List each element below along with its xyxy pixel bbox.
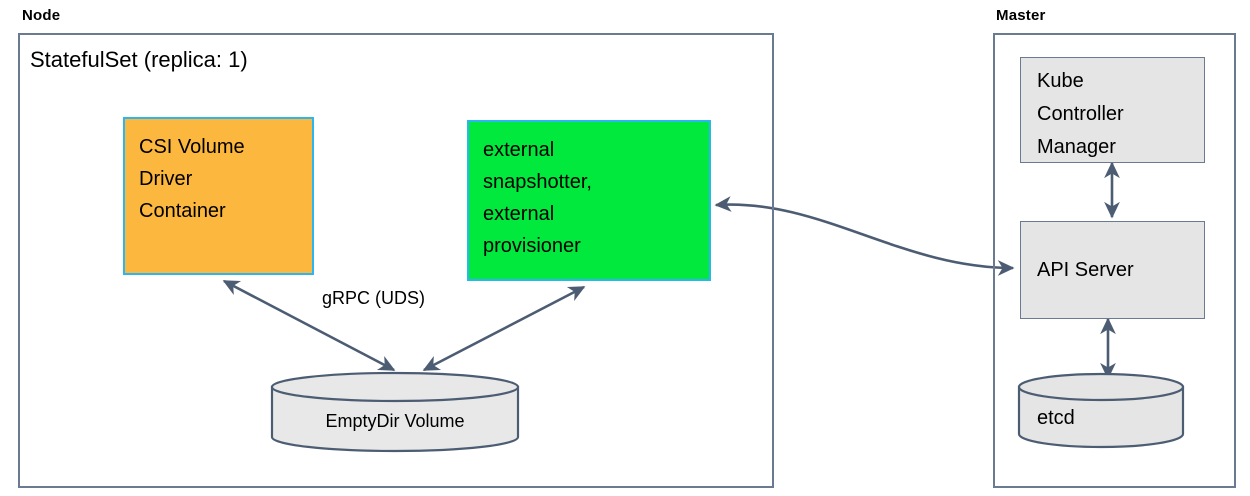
kcm-line-1: Kube: [1037, 70, 1084, 92]
sidecars-line-3: external: [483, 203, 555, 225]
node-container: [18, 33, 774, 488]
api-server-box[interactable]: API Server: [1020, 221, 1205, 319]
api-server-label: API Server: [1037, 258, 1134, 281]
emptydir-volume-cylinder[interactable]: EmptyDir Volume: [270, 371, 520, 453]
kcm-line-2: Controller: [1037, 103, 1124, 125]
master-group-label: Master: [996, 7, 1046, 24]
sidecars-line-2: snapshotter,: [483, 171, 592, 193]
csi-driver-line-1: CSI Volume: [139, 136, 245, 158]
external-sidecars-container[interactable]: external snapshotter, external provision…: [467, 120, 711, 281]
sidecars-line-4: provisioner: [483, 235, 581, 257]
kube-controller-manager-box[interactable]: Kube Controller Manager: [1020, 57, 1205, 163]
grpc-edge-label: gRPC (UDS): [322, 288, 426, 308]
sidecars-line-1: external: [483, 139, 555, 161]
kcm-line-3: Manager: [1037, 136, 1116, 158]
csi-driver-line-2: Driver: [139, 168, 193, 190]
master-container: [993, 33, 1236, 488]
csi-driver-line-3: Container: [139, 200, 226, 222]
etcd-label: etcd: [1037, 407, 1075, 429]
csi-volume-driver-container[interactable]: CSI Volume Driver Container: [123, 117, 314, 275]
node-group-label: Node: [22, 7, 61, 24]
statefulset-title: StatefulSet (replica: 1): [30, 47, 248, 72]
etcd-cylinder[interactable]: etcd: [1017, 372, 1185, 450]
emptydir-volume-label: EmptyDir Volume: [325, 411, 465, 431]
